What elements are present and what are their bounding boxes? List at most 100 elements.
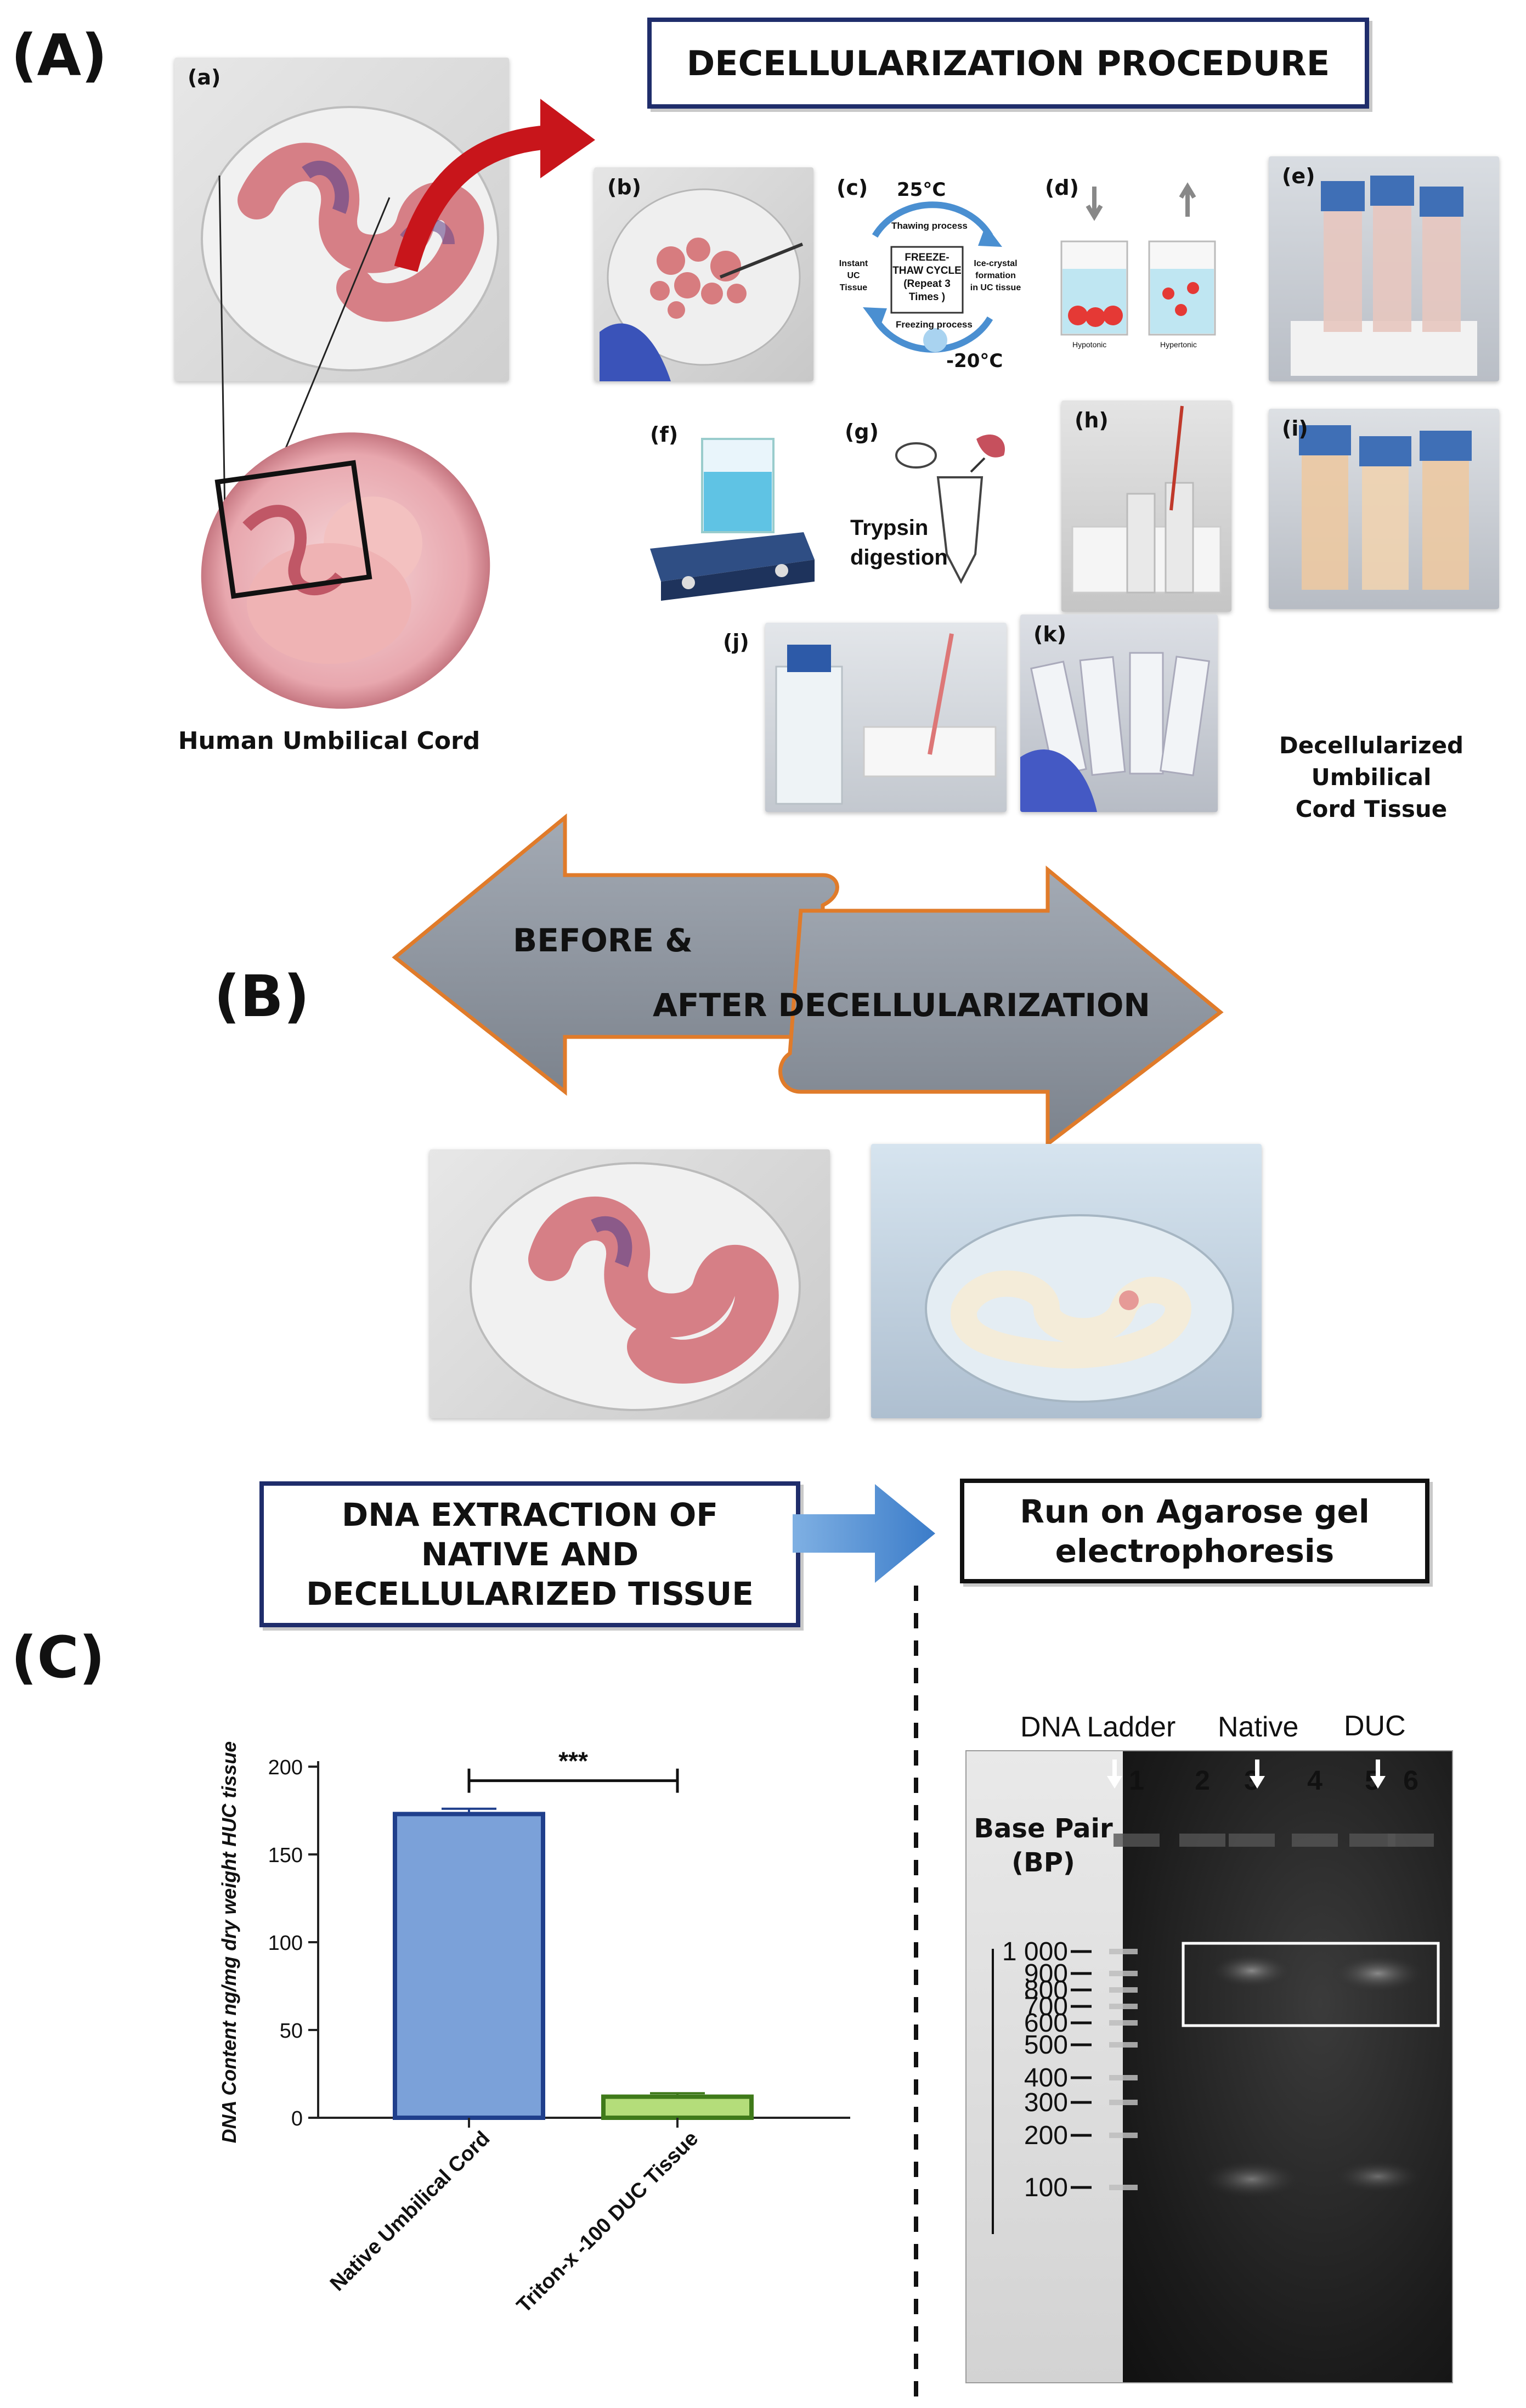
bp-mark-label: 1 000 (1002, 1937, 1068, 1966)
sublabel-i: (i) (1282, 416, 1308, 441)
before-after-arrows (392, 813, 1224, 1147)
tubes-e-graphic (1291, 176, 1477, 376)
sublabel-e: (e) (1282, 164, 1315, 188)
base-pair-line-2: (BP) (1011, 1847, 1075, 1878)
sublabel-h: (h) (1075, 408, 1109, 432)
procedure-title-text: DECELLULARIZATION PROCEDURE (686, 43, 1330, 83)
dna-box-line-2: NATIVE AND (421, 1536, 639, 1573)
well (1388, 1834, 1434, 1847)
highlight-box (1182, 1942, 1440, 2027)
y-tick-label: 200 (268, 1756, 303, 1779)
y-tick-label: 0 (291, 2107, 303, 2130)
human-cord-caption: Human Umbilical Cord (178, 727, 481, 755)
lane-number: 1 (1129, 1765, 1144, 1796)
y-tick-label: 50 (280, 2020, 303, 2043)
well (1229, 1834, 1275, 1847)
trypsin-line-2: digestion (850, 545, 948, 569)
sublabel-d: (d) (1045, 176, 1079, 200)
thawing-label: Thawing process (891, 221, 968, 231)
center-line-3: (Repeat 3 (903, 278, 951, 290)
freezing-label: Freezing process (896, 319, 973, 330)
base-pair-line-1: Base Pair (974, 1813, 1113, 1844)
photo-k-tubes: (k) (1020, 614, 1218, 812)
lane-number: 2 (1195, 1765, 1210, 1796)
ladder-label: DNA Ladder (1020, 1711, 1176, 1743)
right-line-1: Ice-crystal (974, 259, 1018, 268)
center-line-2: THAW CYCLE (892, 265, 962, 277)
gel-run-box: Run on Agarose gel electrophoresis (960, 1479, 1429, 1583)
bp-mark-label: 900 (1024, 1959, 1068, 1988)
decell-cord-graphic (925, 1214, 1234, 1403)
gel-top-labels: DNA Ladder Native DUC (1020, 1705, 1459, 1749)
panel-label-a: (A) (11, 22, 108, 89)
sublabel-f: (f) (650, 422, 679, 447)
ladder-band (1109, 1971, 1138, 1976)
native-low-band (1202, 2160, 1301, 2198)
ladder-band (1109, 2075, 1138, 2080)
duc-label: DUC (1344, 1710, 1406, 1742)
dna-box-line-3: DECELLULARIZED TISSUE (306, 1575, 754, 1612)
base-pair-label: Base Pair (BP) (972, 1812, 1115, 1880)
native-dna-band (1211, 1953, 1293, 1988)
decell-caption-line-2: Cord Tissue (1295, 796, 1448, 822)
well (1179, 1834, 1225, 1847)
y-tick-label: 150 (268, 1844, 303, 1867)
bottle-j-graphic (775, 633, 997, 805)
dna-extraction-box: DNA EXTRACTION OF NATIVE AND DECELLULARI… (259, 1481, 800, 1627)
well (1292, 1834, 1338, 1847)
photo-after-decell (871, 1144, 1262, 1418)
lane-arrow-head-icon (1107, 1776, 1122, 1789)
ladder-band (1109, 2185, 1138, 2190)
trypsin-text: Trypsin digestion (850, 513, 948, 572)
left-labels: Instant UC Tissue (834, 258, 873, 294)
native-cord-graphic (470, 1162, 801, 1411)
sublabel-j: (j) (723, 630, 749, 654)
osmotic-diagram: (d) Hypotonic Hypertonic (1039, 176, 1220, 379)
procedure-title: DECELLULARIZATION PROCEDURE (647, 18, 1369, 109)
bp-mark-label: 700 (1024, 1992, 1068, 2021)
panel-label-c: (C) (11, 1624, 105, 1691)
right-line-2: formation (975, 271, 1016, 280)
red-curved-arrow-icon (394, 99, 595, 272)
bp-mark-label: 100 (1024, 2173, 1068, 2202)
dashed-divider (914, 1586, 918, 2403)
trypsin-illustration: (g) Trypsin digestion (839, 417, 1020, 598)
stirrer-graphic (650, 438, 815, 601)
decell-caption-line-1: Decellularized Umbilical (1279, 732, 1464, 791)
minced-tissue-graphic (600, 188, 804, 381)
lane-number: 4 (1307, 1765, 1322, 1796)
y-tick-label: 100 (268, 1932, 303, 1955)
photo-h-pipetting: (h) (1061, 401, 1231, 612)
temp-top: 25°C (897, 179, 946, 201)
tubes-i-graphic (1299, 425, 1472, 590)
ladder-band (1109, 2042, 1138, 2048)
significance-stars: *** (558, 1747, 588, 1775)
bar-duc (601, 2094, 754, 2120)
lane-arrow-head-icon (1370, 1776, 1386, 1789)
well (1114, 1834, 1160, 1847)
ladder-band (1109, 1987, 1138, 1993)
bp-mark-label: 400 (1024, 2063, 1068, 2093)
gel-box-line-1: Run on Agarose gel (1020, 1492, 1370, 1530)
hypertonic-label: Hypertonic (1160, 340, 1197, 349)
gel-box-line-2: electrophoresis (1055, 1532, 1335, 1570)
photo-b-minced-tissue: (b) (594, 167, 813, 381)
bar-native (393, 1812, 545, 2120)
lane-number: 6 (1403, 1765, 1418, 1796)
duc-dna-band (1331, 1954, 1425, 1993)
duc-low-band (1334, 2160, 1422, 2193)
magnetic-stirrer-illustration: (f) (639, 422, 820, 604)
photo-before-decell (429, 1149, 830, 1418)
native-label: Native (1218, 1711, 1299, 1743)
freeze-thaw-cycle-arrows (863, 201, 1002, 353)
freeze-thaw-diagram: (c) 25°C Thawing process FREEZE- THAW CY… (831, 176, 1023, 379)
bp-mark-label: 300 (1024, 2088, 1068, 2117)
right-labels: Ice-crystal formation in UC tissue (968, 258, 1023, 294)
bp-mark-label: 600 (1024, 2009, 1068, 2038)
sublabel-b: (b) (607, 175, 641, 199)
bp-mark-label: 200 (1024, 2121, 1068, 2150)
photo-i-tubes: (i) (1269, 409, 1499, 609)
